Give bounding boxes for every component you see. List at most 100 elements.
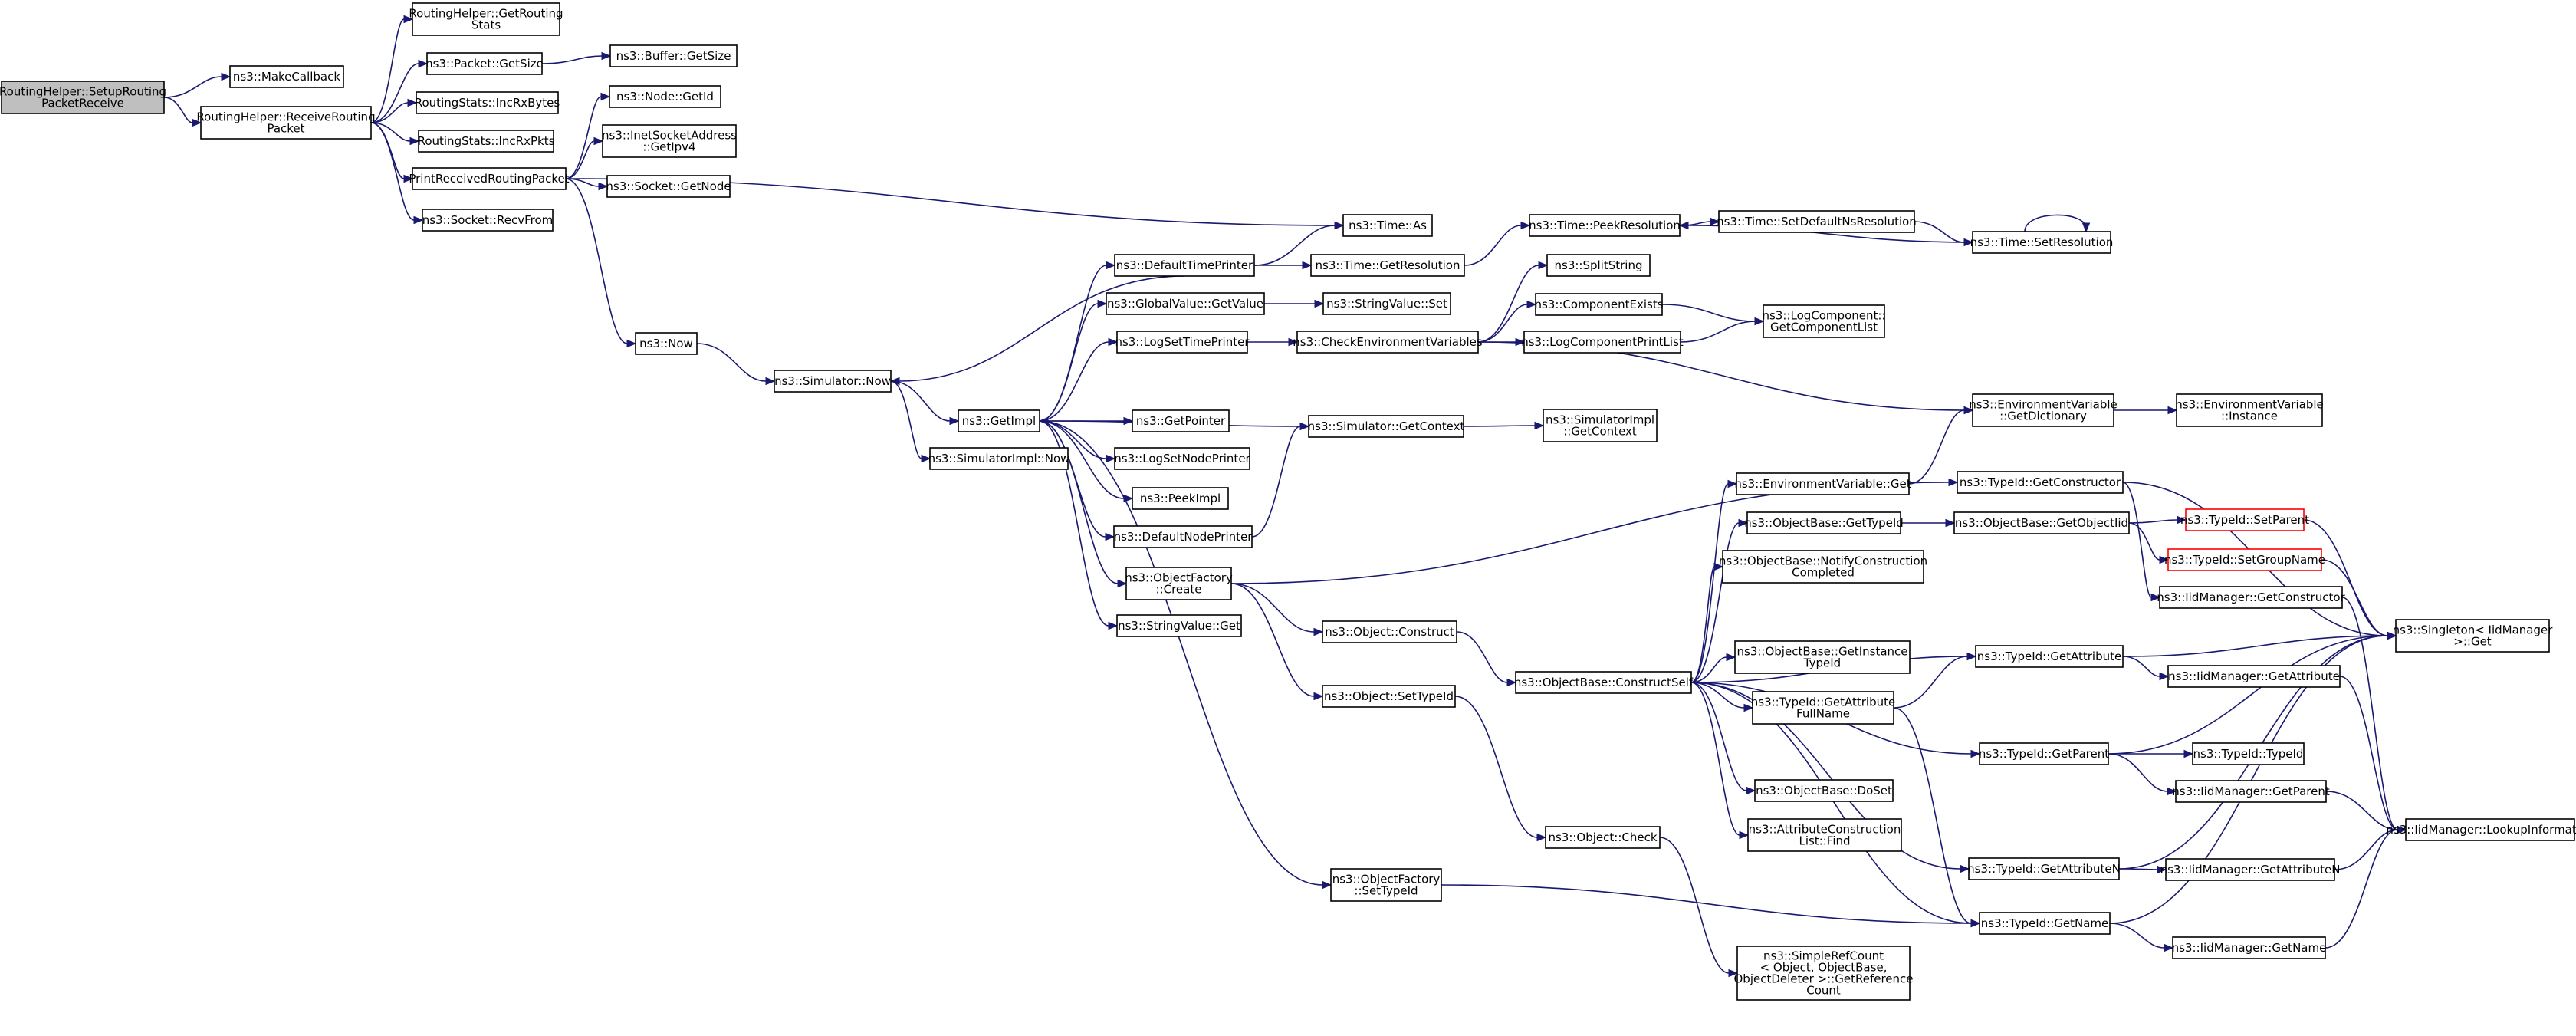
node-n58[interactable]: ns3::IidManager::GetConstructor [2157,586,2346,609]
node-box [1722,550,1924,584]
node-n6[interactable]: RoutingStats::IncRxBytes [415,91,560,114]
node-n11[interactable]: ns3::Socket::GetNode [606,175,731,198]
node-n69[interactable]: ns3::IidManager::LookupInformation [2386,818,2576,841]
node-n31[interactable]: ns3::Time::SetResolution [1970,231,2114,254]
node-box [1979,742,2109,765]
node-n42[interactable]: ns3::Object::Construct [1322,620,1457,643]
node-n65[interactable]: ns3::IidManager::GetAttributeN [2160,858,2341,881]
node-n33[interactable]: ns3::CheckEnvironmentVariables [1293,331,1483,354]
node-n13[interactable]: ns3::Time::As [1342,214,1433,237]
node-n28[interactable]: ns3::Time::GetResolution [1310,254,1465,277]
edge-n0-n2 [163,97,202,127]
node-n56[interactable]: ns3::TypeId::SetParent [2180,508,2309,531]
node-n61[interactable]: ns3::TypeId::GetParent [1979,742,2109,765]
edge-line [2303,519,2388,636]
node-n57[interactable]: ns3::TypeId::SetGroupName [2164,548,2325,571]
node-n35[interactable]: ns3::ComponentExists [1534,293,1664,316]
node-n25[interactable]: ns3::ObjectFactory::Create [1125,567,1233,600]
node-n29[interactable]: ns3::Time::PeekResolution [1529,214,1681,237]
node-n68[interactable]: ns3::Singleton< IidManager>::Get [2393,619,2554,653]
edge-line [1659,837,1730,974]
node-n32[interactable]: ns3::StringValue::Set [1322,292,1451,315]
node-n63[interactable]: ns3::IidManager::GetParent [2172,780,2330,803]
node-box [1545,826,1661,849]
node-box [422,209,554,232]
arrowhead [1506,678,1517,687]
node-n7[interactable]: RoutingStats::IncRxPkts [418,130,555,153]
node-n54[interactable]: ns3::TypeId::GetConstructor [1957,471,2124,494]
node-n53[interactable]: ns3::SimpleRefCount< Object, ObjectBase,… [1733,946,1914,1001]
node-n30[interactable]: ns3::Time::SetDefaultNsResolution [1717,210,1917,233]
node-n60[interactable]: ns3::IidManager::GetAttribute [2167,665,2341,688]
node-n45[interactable]: ns3::ObjectBase::ConstructSelf [1514,671,1694,694]
node-n4[interactable]: ns3::Packet::GetSize [426,52,544,75]
node-n66[interactable]: ns3::TypeId::GetName [1979,912,2111,935]
graph-nodes: RoutingHelper::SetupRoutingPacketReceive… [0,2,2576,1001]
node-n8[interactable]: PrintReceivedRoutingPacket [409,167,570,190]
node-n67[interactable]: ns3::IidManager::GetName [2172,936,2327,959]
node-n9[interactable]: ns3::Node::GetId [609,85,721,108]
node-box [2405,818,2575,841]
arrowhead [921,454,932,463]
node-n59[interactable]: ns3::TypeId::GetAttribute [1975,645,2124,668]
node-n27[interactable]: ns3::ObjectFactory::SetTypeId [1330,868,1442,902]
node-n64[interactable]: ns3::TypeId::GetAttributeN [1967,857,2121,880]
node-n34[interactable]: ns3::SplitString [1546,254,1651,277]
node-n51[interactable]: ns3::ObjectBase::DoSet [1754,779,1894,802]
edge-n59-n60 [2122,656,2170,681]
edge-n45-n47 [1691,518,1749,683]
node-box [2167,548,2322,571]
node-n5[interactable]: ns3::Buffer::GetSize [610,44,738,67]
node-n36[interactable]: ns3::LogComponentPrintList [1521,331,1684,354]
node-box [2165,858,2335,881]
edge-line [541,55,603,64]
node-n43[interactable]: ns3::Object::SetTypeId [1322,685,1456,708]
node-n18[interactable]: ns3::DefaultTimePrinter [1114,254,1255,277]
edge-line [1230,583,1315,633]
node-label: ns3::Node::GetId [616,90,714,104]
node-n23[interactable]: ns3::PeekImpl [1132,487,1229,510]
arrowhead [2157,865,2167,874]
node-n22[interactable]: ns3::LogSetNodePrinter [1114,447,1251,470]
node-label: ns3::LogSetNodePrinter [1114,452,1250,465]
node-n16[interactable]: ns3::GetImpl [958,409,1040,432]
arrowhead [1515,337,1526,347]
node-n41[interactable]: ns3::SimulatorImpl::GetContext [1543,409,1658,442]
node-n55[interactable]: ns3::ObjectBase::GetObjectIid [1953,511,2130,534]
node-n19[interactable]: ns3::GlobalValue::GetValue [1106,292,1265,315]
node-n39[interactable]: ns3::EnvironmentVariable::Instance [2175,393,2324,427]
node-n48[interactable]: ns3::ObjectBase::NotifyConstructionCompl… [1719,550,1927,584]
node-n17[interactable]: ns3::SimulatorImpl::Now [928,447,1070,470]
node-n15[interactable]: ns3::Simulator::Now [774,370,892,393]
edge-n15-n16 [890,380,960,426]
edge-n55-n56 [2128,515,2187,525]
node-n46[interactable]: ns3::EnvironmentVariable::Get [1734,472,1911,495]
node-n1[interactable]: ns3::MakeCallback [229,65,344,88]
node-n47[interactable]: ns3::ObjectBase::GetTypeId [1744,511,1904,534]
node-n14[interactable]: ns3::Now [635,332,698,355]
node-n20[interactable]: ns3::LogSetTimePrinter [1115,331,1250,354]
node-n40[interactable]: ns3::Simulator::GetContext [1308,415,1465,438]
edge-line [1691,682,1972,924]
edge-line [2108,753,2168,792]
edge-n64-n65 [2118,865,2167,874]
node-n37[interactable]: ns3::LogComponent::GetComponentList [1763,304,1886,338]
node-n62[interactable]: ns3::TypeId::TypeId [2192,742,2305,765]
node-n38[interactable]: ns3::EnvironmentVariable::GetDictionary [1969,393,2118,427]
node-n26[interactable]: ns3::StringValue::Get [1116,614,1242,637]
node-label: ns3::GlobalValue::GetValue [1107,297,1263,311]
node-n10[interactable]: ns3::InetSocketAddress::GetIpv4 [602,124,737,158]
arrowhead [1105,532,1116,541]
node-label: List::Find [1799,834,1850,848]
edge-line [163,76,222,98]
node-n24[interactable]: ns3::DefaultNodePrinter [1113,525,1254,548]
node-n21[interactable]: ns3::GetPointer [1132,409,1230,432]
node-n12[interactable]: ns3::Socket::RecvFrom [422,209,554,232]
node-n44[interactable]: ns3::Object::Check [1545,826,1661,849]
